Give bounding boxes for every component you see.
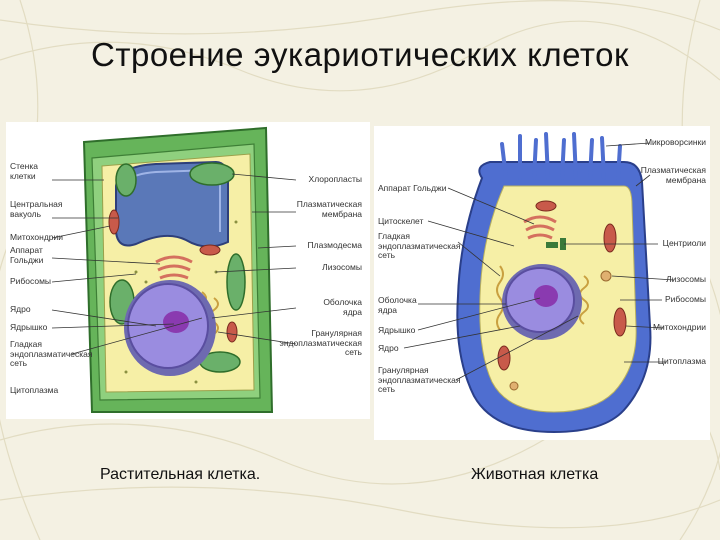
animal-label-ribosomes: Рибосомы xyxy=(664,294,706,304)
animal-label-centrioles: Центриоли xyxy=(662,238,706,248)
plant-label-mitochondria: Митохондрии xyxy=(10,232,64,242)
plant-label-nucleolus: Ядрышко xyxy=(10,322,48,332)
plant-label-central-vacuole: Центральная вакуоль xyxy=(10,199,63,219)
plant-label-plasma-membrane: Плазматическая мембрана xyxy=(296,199,362,219)
plant-cell-panel: Стенка клетки Центральная вакуоль Митохо… xyxy=(6,122,370,419)
plant-label-nuclear-envelope: Оболочка ядра xyxy=(323,297,362,317)
animal-cell-panel: Аппарат Гольджи Цитоскелет Гладкая эндоп… xyxy=(374,126,710,440)
plant-label-rough-er: Гранулярная эндоплазматическая сеть xyxy=(279,328,362,357)
animal-label-rough-er: Гранулярная эндоплазматическая сеть xyxy=(378,365,461,394)
animal-label-lysosomes: Лизосомы xyxy=(666,274,706,284)
animal-cell-diagram xyxy=(403,132,675,434)
plant-cell-diagram xyxy=(51,126,297,413)
plant-label-cell-wall: Стенка клетки xyxy=(10,161,38,181)
animal-cell-caption: Животная клетка xyxy=(471,466,599,483)
animal-label-nucleus: Ядро xyxy=(378,343,399,353)
plant-label-golgi: Аппарат Гольджи xyxy=(10,245,44,265)
plant-cell-caption: Растительная клетка. xyxy=(100,466,261,483)
plant-label-ribosomes: Рибосомы xyxy=(10,276,52,286)
animal-label-plasma-membrane: Плазматическая мембрана xyxy=(640,165,706,185)
plant-label-nucleus: Ядро xyxy=(10,304,31,314)
animal-label-cytoplasm: Цитоплазма xyxy=(657,356,706,366)
animal-label-mitochondria: Митохондрии xyxy=(652,322,706,332)
animal-label-microvilli: Микроворсинки xyxy=(644,137,706,147)
animal-label-nucleolus: Ядрышко xyxy=(378,325,416,335)
plant-label-smooth-er: Гладкая эндоплазматическая сеть xyxy=(10,339,93,368)
animal-label-cytoskeleton: Цитоскелет xyxy=(378,216,424,226)
animal-label-smooth-er: Гладкая эндоплазматическая сеть xyxy=(378,231,461,260)
plant-label-chloroplasts: Хлоропласты xyxy=(308,174,362,184)
page-title: Строение эукариотических клеток xyxy=(91,36,629,73)
plant-label-cytoplasm: Цитоплазма xyxy=(10,385,59,395)
animal-label-nuclear-envelope: Оболочка ядра xyxy=(378,295,417,315)
plant-label-plasmodesma: Плазмодесма xyxy=(307,240,363,250)
plant-label-lysosomes: Лизосомы xyxy=(322,262,362,272)
animal-label-golgi: Аппарат Гольджи xyxy=(378,183,447,193)
